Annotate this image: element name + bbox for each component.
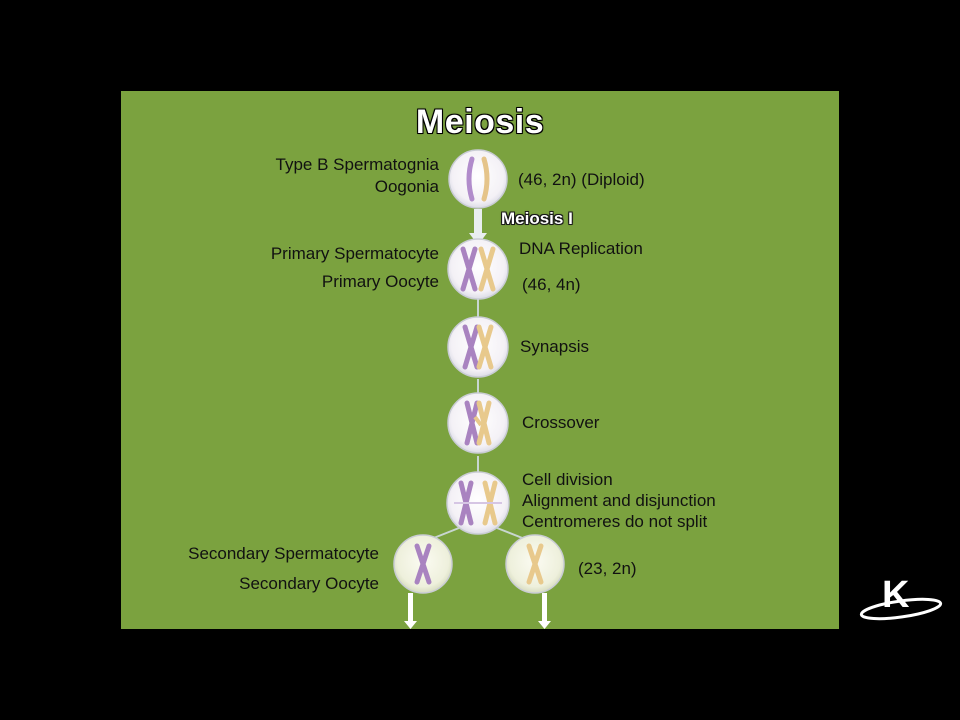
stage6-left-label-2: Secondary Oocyte <box>239 574 379 593</box>
stage6-right-label: (23, 2n) <box>578 559 637 578</box>
cell-division <box>446 471 510 535</box>
slide: Meiosis Type B Spermatognia Oogonia (46,… <box>121 91 839 629</box>
meiosis-diagram <box>393 149 565 629</box>
meiosis-i-label: Meiosis I <box>501 209 573 228</box>
cell-oogonia <box>448 149 508 209</box>
stage5-label-1: Cell division <box>522 470 613 489</box>
cell-secondary-spermatocyte <box>393 534 453 594</box>
stage2-left-label-2: Primary Oocyte <box>321 272 439 291</box>
stage2-right-label-2: (46, 4n) <box>522 275 581 294</box>
stage5-label-2: Alignment and disjunction <box>522 491 716 510</box>
stage1-left-label-1: Type B Spermatognia <box>275 155 439 174</box>
stage6-left-label-1: Secondary Spermatocyte <box>188 544 379 563</box>
arrow-down-icon <box>404 593 417 629</box>
cell-secondary-oocyte <box>505 534 565 594</box>
stage2-right-label-1: DNA Replication <box>519 239 643 258</box>
stage3-label: Synapsis <box>520 337 589 356</box>
cell-primary-spermatocyte <box>447 238 509 300</box>
cell-synapsis <box>447 316 509 378</box>
slide-title: Meiosis <box>415 103 545 141</box>
stage2-left-label-1: Primary Spermatocyte <box>270 244 439 263</box>
stage1-left-label-2: Oogonia <box>374 177 439 196</box>
stage1-right-label: (46, 2n) (Diploid) <box>518 170 645 189</box>
stage5-label-3: Centromeres do not split <box>522 512 708 531</box>
stage4-label: Crossover <box>522 413 600 432</box>
logo-letter: K <box>882 574 910 616</box>
arrow-down-icon <box>538 593 551 629</box>
cell-crossover <box>447 392 509 454</box>
k-logo: K <box>859 574 943 621</box>
